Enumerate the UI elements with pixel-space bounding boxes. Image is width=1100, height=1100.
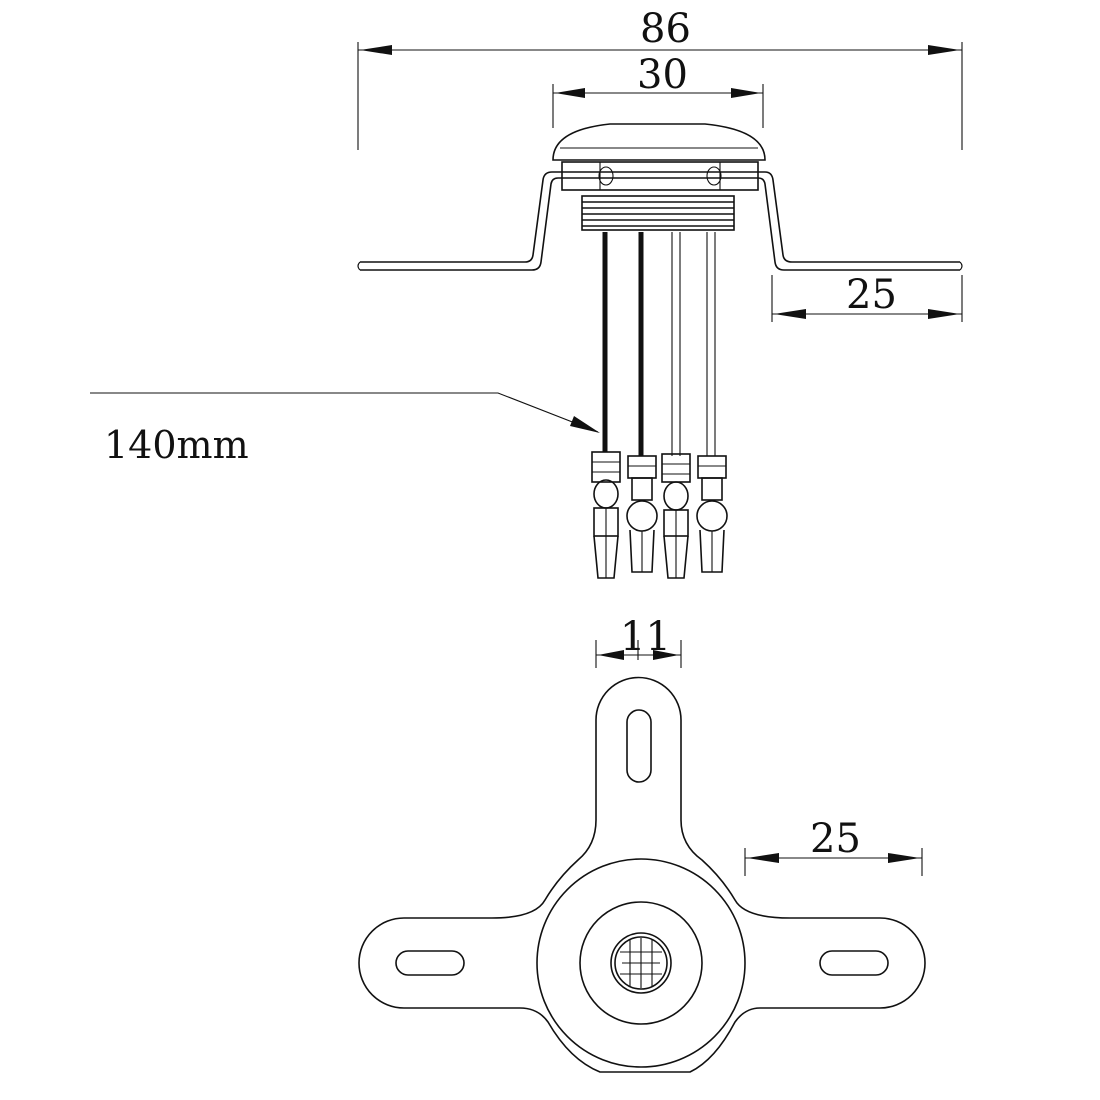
terminal-4 [696, 455, 728, 573]
dimension-label-slot: 11 [620, 614, 671, 660]
wire-length-label: 140mm [104, 423, 249, 467]
dimension-label-dome: 30 [637, 52, 688, 98]
dimension-label-flange-top: 25 [846, 272, 897, 318]
terminal-1 [591, 451, 621, 579]
dimension-dome-width: 30 [552, 52, 764, 128]
slot-top [626, 709, 652, 783]
wire-light-1 [671, 232, 681, 456]
terminal-3 [661, 453, 691, 579]
slot-left [395, 950, 465, 976]
dimension-flange-top: 25 [771, 272, 963, 322]
dimension-slot-width: 11 [595, 614, 682, 668]
dimension-label-flange-bottom: 25 [810, 816, 861, 862]
wire-light-2 [706, 232, 716, 456]
dimension-overall-width: 86 [357, 6, 963, 150]
dimension-label-overall: 86 [640, 6, 691, 52]
mounting-bracket [357, 171, 963, 271]
dome-cap [552, 123, 766, 161]
terminal-2 [626, 455, 658, 573]
dimension-flange-bottom: 25 [744, 816, 923, 876]
flange-plate [358, 676, 926, 1073]
top-view: 11 [358, 614, 926, 1073]
sensor-nut [561, 161, 759, 191]
connector-pins-icon [620, 938, 662, 988]
threaded-body [581, 195, 735, 231]
side-view: 86 30 [90, 6, 963, 579]
wire-bundle [602, 232, 716, 456]
slot-right [819, 950, 889, 976]
central-boss [536, 858, 746, 1068]
wire-length-callout: 140mm [90, 392, 600, 467]
